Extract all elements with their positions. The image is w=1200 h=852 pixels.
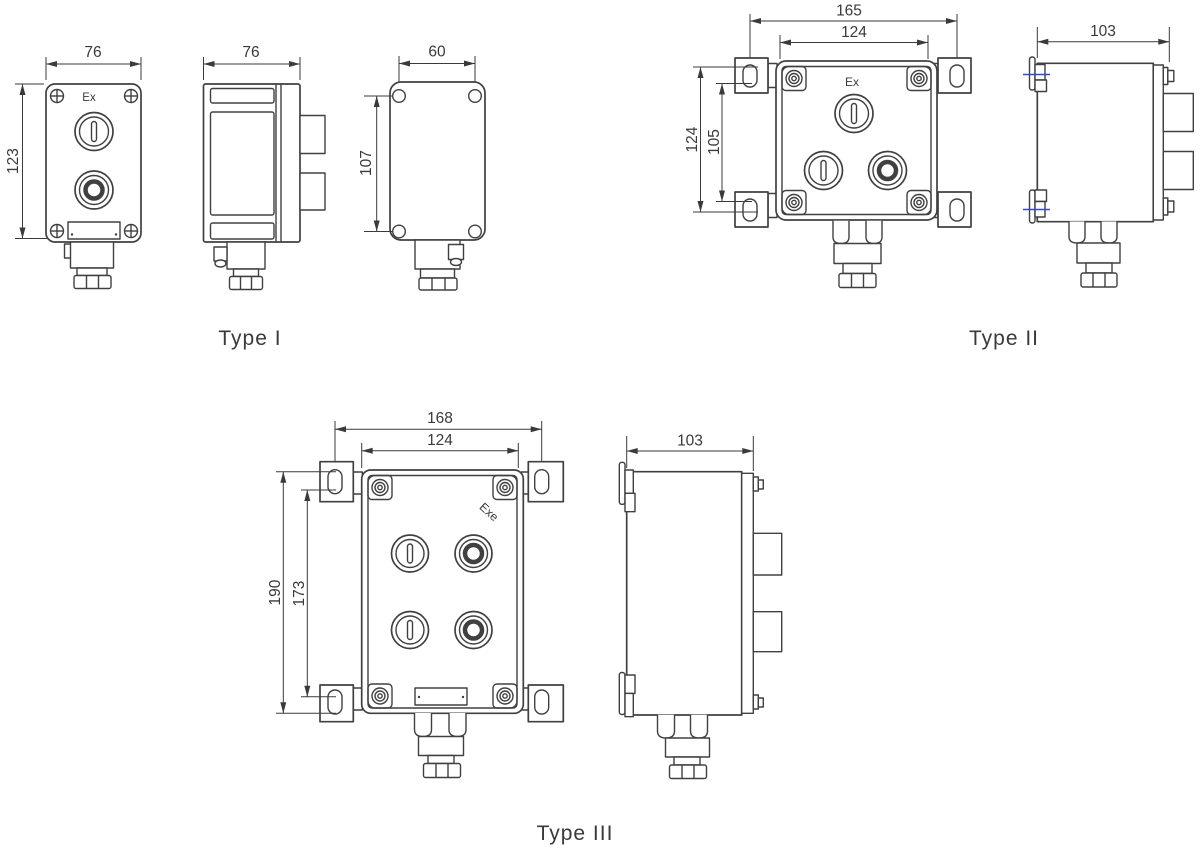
type2-enclosure [775, 60, 938, 221]
type2-side-body [1036, 62, 1155, 223]
type1-back-cable-gland [414, 239, 465, 291]
type2-front-dim-lug-span-v: 124 [684, 66, 758, 213]
type3-slot-button-2 [390, 610, 430, 650]
dim-label-type1-hole-height: 107 [358, 150, 375, 176]
type2-front-dim-body-width: 124 [779, 24, 929, 59]
type3-front-view: 168 124 [267, 410, 565, 779]
type1-front-enclosure [45, 83, 142, 243]
type1-front-dim-width: 76 [45, 44, 142, 80]
type3-slot-button-1 [390, 534, 430, 573]
type3-push-button-1 [454, 534, 493, 573]
type1-side-dim-depth: 76 [203, 44, 301, 80]
type2-cover-screws [781, 65, 932, 216]
type2-front-view: 165 124 [684, 3, 972, 289]
dim-label-type1-depth: 76 [242, 44, 259, 61]
type2-slot-button-top [834, 93, 874, 134]
type2-label: Type II [969, 327, 1039, 350]
type2-front-cable-gland [832, 220, 883, 289]
dim-label-type3-lug-span: 168 [427, 410, 453, 427]
type3-push-button-2 [454, 610, 493, 650]
type1-nameplate [67, 221, 121, 240]
type3-side-screws [752, 476, 764, 710]
type2-side-cover [1152, 64, 1165, 221]
type3-cover [367, 474, 518, 709]
screw-icon [49, 88, 65, 104]
type3-front-dim-hole-span-v: 173 [291, 489, 336, 698]
type3-side-view: 103 [618, 433, 783, 780]
type2-side-dim-depth: 103 [1036, 23, 1170, 62]
type2-side-view: 103 [1023, 23, 1195, 288]
type3-enclosure [360, 469, 525, 715]
type1-back-plate [389, 81, 486, 241]
type3-cover-screws [367, 474, 518, 709]
type2-side-button-bosses [1162, 92, 1195, 191]
type2-side-flange-bottom [1023, 189, 1050, 224]
type1-slot-button [74, 111, 114, 152]
type3-mounting-lugs [319, 460, 565, 723]
type1-side-view: 76 [202, 44, 326, 291]
type3-front-dim-body-width: 124 [361, 432, 519, 468]
type2-mounting-lugs [734, 57, 972, 228]
screw-icon [49, 223, 65, 239]
type2-front-dim-hole-span-v: 105 [706, 83, 752, 202]
type3-side-flange-bottom [618, 671, 636, 718]
type1-back-view: 60 107 [358, 44, 486, 291]
type1-ex-marking: Ex [82, 92, 96, 104]
type1-back-dim-hole-height: 107 [358, 95, 392, 232]
dim-label-type3-depth: 103 [677, 433, 703, 450]
dim-label-type2-depth: 103 [1090, 23, 1116, 40]
type2-slot-button-left [803, 150, 844, 191]
screw-icon [123, 88, 139, 104]
type3-front-cable-gland [413, 713, 467, 779]
type2-side-flange-top [1023, 56, 1050, 93]
type3-side-cover [741, 472, 755, 714]
screw-icon [123, 223, 139, 239]
type1-front-screws [49, 88, 139, 239]
type3-front-dim-lug-span-v: 190 [267, 471, 336, 714]
type1-side-cable-gland [213, 241, 266, 291]
dim-label-type1-height: 123 [5, 148, 22, 174]
type1-front-view: 76 123 Ex [5, 44, 142, 290]
type3-side-flange-top [618, 461, 636, 513]
dim-label-type1-width: 76 [84, 44, 101, 61]
dim-label-type2-body-width: 124 [841, 24, 867, 41]
dim-label-type1-hole-width: 60 [428, 44, 446, 61]
type2-ex-marking: Ex [845, 75, 859, 89]
type3-side-button-bosses [752, 532, 783, 653]
type1-front-cable-gland [63, 241, 115, 290]
type2-side-cable-gland [1068, 221, 1121, 288]
dim-label-type3-body-width: 124 [427, 432, 453, 449]
dim-label-type3-hole-span-v: 173 [291, 581, 308, 607]
type1-push-button [74, 170, 114, 210]
type3-side-cable-gland [656, 714, 711, 780]
dim-label-type3-lug-span-v: 190 [267, 579, 284, 605]
type1-back-mounting-holes [392, 88, 483, 239]
type1-label: Type I [218, 327, 281, 350]
type1-side-button-bosses [299, 114, 326, 211]
dim-label-type2-lug-span-v: 124 [684, 126, 701, 152]
type3-side-dim-depth: 103 [626, 433, 754, 471]
dim-label-type2-lug-span: 165 [836, 3, 862, 20]
type3-label: Type III [537, 822, 614, 845]
type2-push-button [867, 150, 908, 191]
type3-side-body [625, 470, 743, 716]
type2-side-screws [1162, 66, 1175, 216]
type1-front-dim-height: 123 [5, 83, 56, 239]
dim-label-type2-hole-span-v: 105 [706, 129, 723, 155]
type3-nameplate [414, 687, 468, 706]
type1-side-body [202, 83, 301, 243]
type2-cover [781, 65, 932, 216]
